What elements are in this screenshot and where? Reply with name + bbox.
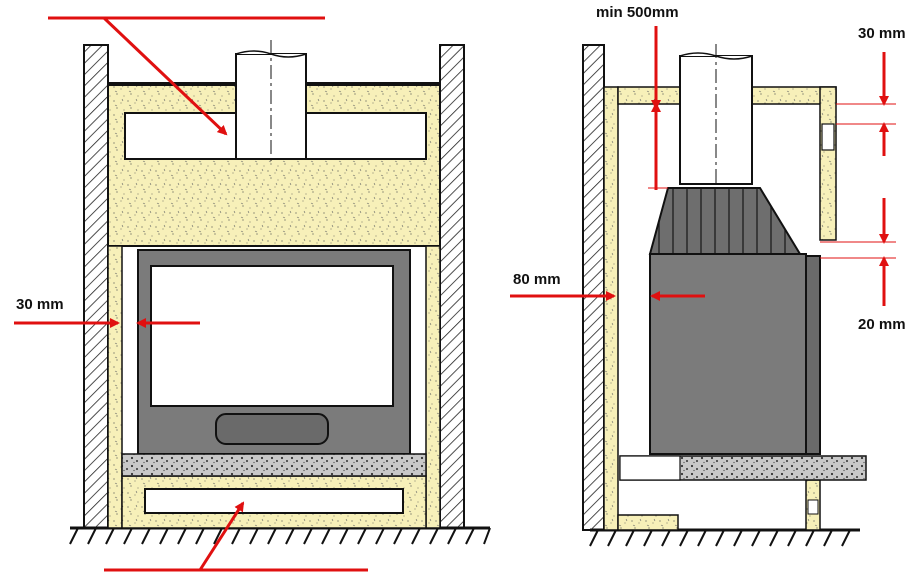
label-top-gap: 30 mm [858,25,906,42]
front-bottom-arrow [198,501,245,571]
side-slab-gap [619,455,681,481]
front-stove-glass [150,265,394,407]
front-concrete-slab [121,453,427,477]
front-lower-vent [144,488,404,514]
side-view [510,26,896,547]
side-back-insulation [603,86,619,531]
side-post-vent [807,499,819,515]
front-stove-ashtray [215,413,329,445]
label-side-gap-front: 30 mm [16,296,64,313]
front-view [14,16,491,572]
label-min-height: min 500mm [596,4,679,21]
label-rear-gap: 80 mm [513,271,561,288]
front-right-wall [439,44,465,529]
side-back-wall [582,44,605,531]
label-bottom-gap: 20 mm [858,316,906,333]
front-right-insulation [425,245,441,529]
side-stove-body [649,253,807,455]
front-left-wall [83,44,109,529]
side-bottom-step [617,514,679,531]
side-front-insulation [819,86,837,241]
front-floor-hatch [69,527,491,545]
side-floor-hatch [589,529,851,547]
side-stove-hood [648,187,802,255]
side-stove-door [805,255,821,455]
front-left-insulation [107,245,123,529]
side-front-vent [821,123,835,151]
front-top-arrow [102,16,228,136]
